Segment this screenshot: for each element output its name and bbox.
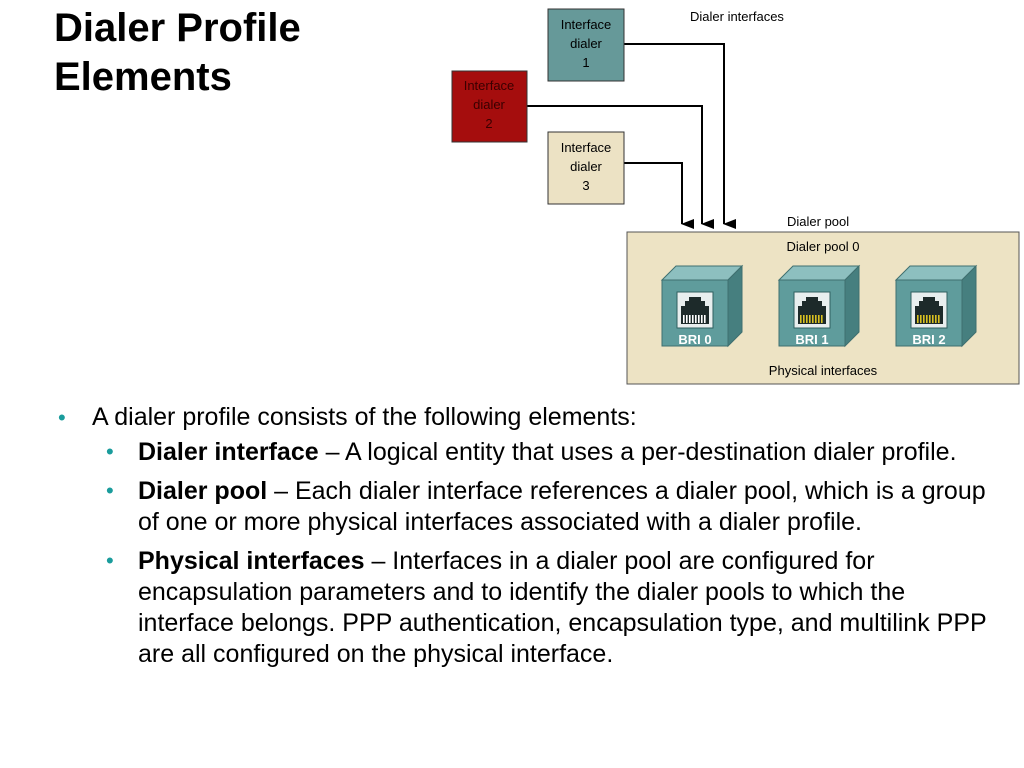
bullet-marker: • [106,439,114,464]
slide-title: Dialer Profile Elements [54,4,301,102]
bri-port-label: BRI 2 [912,332,945,347]
interface-dialer-2: Interface dialer 2 [451,70,528,143]
dialer-pool-label: Dialer pool [787,214,849,229]
rj45-port-icon [910,291,948,329]
connector-dialer-1 [624,43,736,229]
bullet-physical-interfaces: • Physical interfaces – Interfaces in a … [58,546,988,670]
bullet-marker: • [58,405,66,430]
interface-dialer-2-line-1: Interface [464,78,515,93]
bullet-marker: • [106,478,114,503]
connector-dialer-3 [624,162,694,229]
bullet-dialer-interface-text: – A logical entity that uses a per-desti… [318,438,957,466]
slide-title-line-2: Elements [54,55,232,99]
bri-port-1: BRI 1 [777,264,861,348]
interface-dialer-2-line-2: dialer [473,97,505,112]
bullet-dialer-pool-text: – Each dialer interface references a dia… [138,477,986,536]
interface-dialer-3-line-2: dialer [570,159,602,174]
dialer-interfaces-label: Dialer interfaces [690,9,784,24]
interface-dialer-3-line-1: Interface [561,140,612,155]
interface-dialer-1-line-2: dialer [570,36,602,51]
rj45-port-icon [793,291,831,329]
bullet-intro-text: A dialer profile consists of the followi… [92,403,637,431]
bullet-intro: • A dialer profile consists of the follo… [58,402,988,433]
bullet-physical-interfaces-text: – Interfaces in a dialer pool are config… [138,547,987,668]
connector-dialer-2 [527,105,714,229]
bri-port-2: BRI 2 [894,264,978,348]
slide-title-line-1: Dialer Profile [54,6,301,50]
rj45-port-icon [676,291,714,329]
bri-ports: BRI 0 BRI 1 BRI 2 [660,264,978,348]
bullet-dialer-interface: • Dialer interface – A logical entity th… [58,437,988,468]
interface-dialer-1-line-3: 1 [582,55,589,70]
bullet-marker: • [106,548,114,573]
bullet-physical-interfaces-term: Physical interfaces [138,547,365,575]
bri-port-0: BRI 0 [660,264,744,348]
bullet-dialer-pool: • Dialer pool – Each dialer interface re… [58,476,988,538]
interface-dialer-2-line-3: 2 [485,116,492,131]
interface-dialer-1-line-1: Interface [561,17,612,32]
interface-dialer-1: Interface dialer 1 [547,8,625,82]
dialer-profile-diagram: Dialer interfaces Interface dialer 1 Int… [451,8,1020,385]
bullet-dialer-pool-term: Dialer pool [138,477,268,505]
interface-dialer-3-line-3: 3 [582,178,589,193]
bri-port-label: BRI 0 [678,332,711,347]
bullet-dialer-interface-term: Dialer interface [138,438,319,466]
bri-port-label: BRI 1 [795,332,828,347]
interface-dialer-3: Interface dialer 3 [547,131,625,205]
dialer-pool-name: Dialer pool 0 [787,239,860,254]
physical-interfaces-label: Physical interfaces [769,363,878,378]
bullet-list: • A dialer profile consists of the follo… [58,402,988,678]
